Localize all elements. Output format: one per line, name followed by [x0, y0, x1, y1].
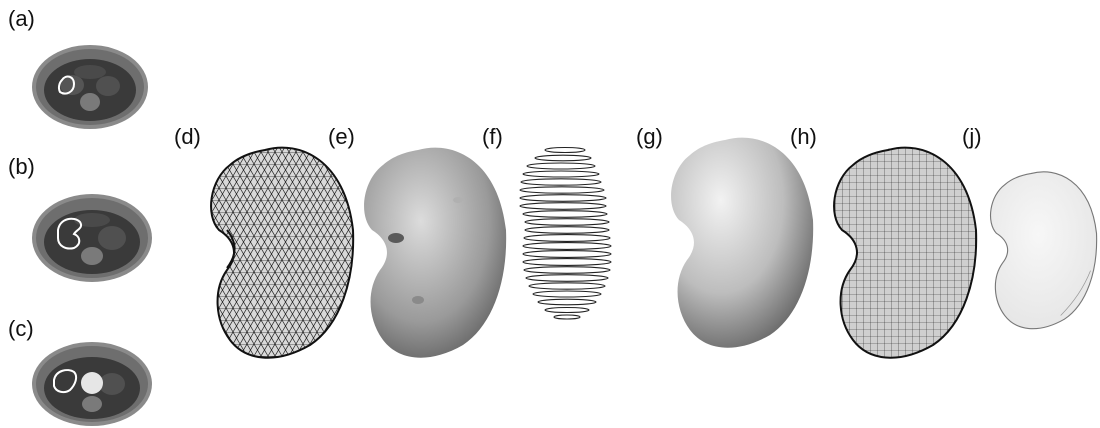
kidney-light-surface: [986, 136, 1098, 368]
ct-slice-a: [30, 40, 150, 130]
label-b: (b): [8, 156, 35, 178]
label-c: (c): [8, 318, 34, 340]
label-a: (a): [8, 8, 35, 30]
label-g: (g): [636, 126, 663, 148]
kidney-mesh-grid: [828, 140, 978, 370]
ct-slice-b: [30, 190, 155, 285]
kidney-mesh-triangles: [205, 140, 355, 370]
kidney-smooth-surface: [665, 130, 815, 360]
kidney-rough-surface: [358, 140, 508, 370]
ct-slice-c: [30, 338, 155, 428]
kidney-contour-slices: [515, 140, 625, 330]
label-d: (d): [174, 126, 201, 148]
